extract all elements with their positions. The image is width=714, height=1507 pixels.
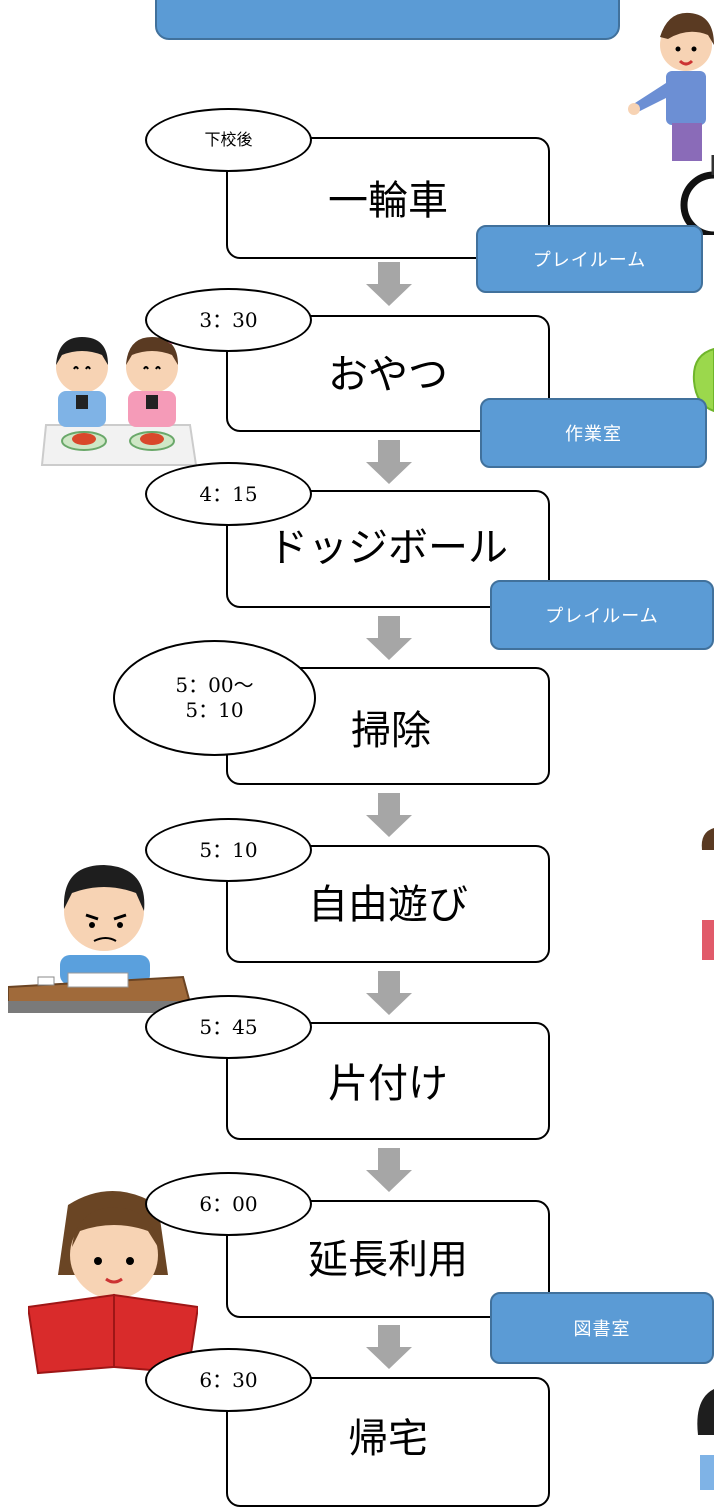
- activity-label: 片付け: [328, 1061, 448, 1107]
- room-label: 図書室: [573, 1319, 631, 1340]
- time-oval: 5：45: [145, 995, 312, 1059]
- time-oval: 下校後: [145, 108, 312, 172]
- partial-child-illustration-bottom: [697, 1389, 714, 1490]
- kids-eating-snack-illustration: [40, 334, 198, 466]
- unicycle-child-illustration: [628, 12, 714, 235]
- room-label: プレイルーム: [545, 606, 659, 627]
- time-label: 4：15: [199, 481, 258, 506]
- down-arrow: [366, 971, 412, 1015]
- header-banner: [155, 0, 620, 40]
- room-tag: 図書室: [490, 1292, 714, 1364]
- time-label: 6：30: [199, 1367, 258, 1392]
- step-card: 自由遊び: [226, 845, 550, 963]
- activity-label: 一輪車: [328, 178, 448, 224]
- time-oval: 4：15: [145, 462, 312, 526]
- girl-reading-book-illustration: [28, 1191, 198, 1375]
- time-label-line2: 5：10: [185, 698, 244, 722]
- activity-label: 掃除: [351, 708, 431, 754]
- activity-label: 延長利用: [308, 1237, 468, 1283]
- room-tag: プレイルーム: [490, 580, 714, 650]
- time-oval: 5：10: [145, 818, 312, 882]
- down-arrow: [366, 616, 412, 660]
- green-object-illustration: [692, 347, 714, 413]
- room-label: 作業室: [565, 424, 622, 445]
- time-label: 3：30: [199, 307, 258, 332]
- time-oval: 3：30: [145, 288, 312, 352]
- down-arrow: [366, 793, 412, 837]
- activity-label: おやつ: [328, 352, 448, 398]
- time-label: 5：45: [199, 1014, 258, 1039]
- activity-label: 帰宅: [348, 1416, 428, 1462]
- time-label: 6：00: [199, 1191, 258, 1216]
- time-oval: 5：00～ 5：10: [113, 640, 316, 756]
- down-arrow: [366, 440, 412, 484]
- room-label: プレイルーム: [532, 250, 647, 271]
- time-oval: 6：00: [145, 1172, 312, 1236]
- down-arrow: [366, 1148, 412, 1192]
- down-arrow: [366, 262, 412, 306]
- room-tag: プレイルーム: [476, 225, 703, 293]
- down-arrow: [366, 1325, 412, 1369]
- room-tag: 作業室: [480, 398, 707, 468]
- activity-label: 自由遊び: [308, 882, 468, 928]
- boy-studying-illustration: [8, 865, 190, 1013]
- time-label: 5：10: [199, 837, 258, 862]
- time-label: 下校後: [204, 130, 253, 149]
- partial-child-illustration: [701, 828, 714, 960]
- time-label-group: 5：00～ 5：10: [175, 673, 253, 723]
- time-oval: 6：30: [145, 1348, 312, 1412]
- time-label-line1: 5：00～: [175, 673, 254, 697]
- activity-label: ドッジボール: [268, 525, 508, 571]
